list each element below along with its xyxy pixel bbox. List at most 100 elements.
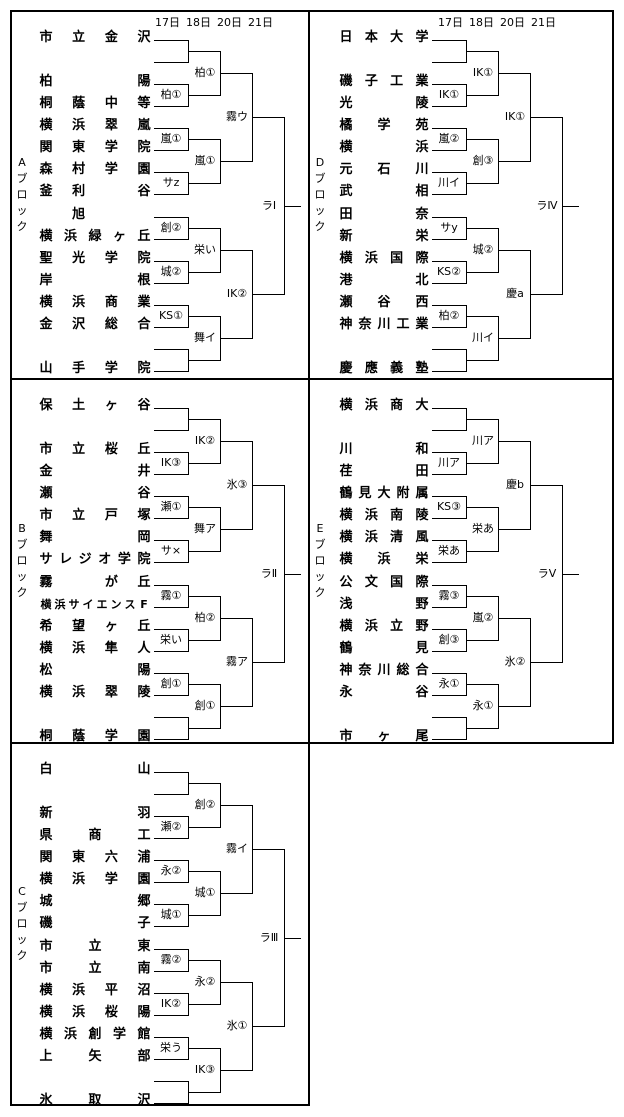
match-result-r2: 創① <box>194 699 216 712</box>
bracket-line <box>188 728 221 729</box>
team-name-char: 白 <box>39 762 53 777</box>
bracket-line <box>220 706 253 707</box>
team-name-char: 光 <box>72 251 86 266</box>
team-name: 旭 <box>38 207 152 223</box>
bracket-line <box>154 62 189 63</box>
team-name-char: 北 <box>415 273 429 288</box>
team-name-char: 学 <box>104 361 118 376</box>
bracket-line <box>498 73 531 74</box>
bracket-line <box>188 51 221 52</box>
bracket-line <box>154 305 189 306</box>
team-name-char: 見 <box>358 486 372 501</box>
team-name-char: 桜 <box>104 1005 118 1020</box>
team-name-char: 浜 <box>364 251 378 266</box>
team-name: 港北 <box>338 273 430 289</box>
bracket-line <box>188 827 221 828</box>
bracket-line <box>432 239 467 240</box>
team-name: 田奈 <box>338 207 430 223</box>
bracket-line <box>154 452 189 453</box>
match-result-r2: 嵐① <box>194 154 216 167</box>
team-name-char: 橘 <box>339 118 353 133</box>
team-name-char: 横 <box>339 251 353 266</box>
team-name: 横浜商業 <box>38 295 152 311</box>
bracket-line <box>188 684 221 685</box>
team-name-char: 取 <box>88 1093 102 1108</box>
team-name: 市立戸塚 <box>38 508 152 524</box>
team-name-char: 鶴 <box>339 641 353 656</box>
team-name-char: ヶ <box>377 729 391 744</box>
bracket-line <box>466 507 499 508</box>
match-result-r2: 川ア <box>472 434 494 447</box>
team-name: 松陽 <box>38 663 152 679</box>
team-name-char: 土 <box>72 398 86 413</box>
team-name: 桐蔭学園 <box>38 729 152 745</box>
team-name-char: 瀬 <box>339 295 353 310</box>
bracket-line <box>154 84 189 85</box>
match-result-r2: 永① <box>472 699 494 712</box>
bracket-line <box>432 540 467 541</box>
bracket-line <box>432 474 467 475</box>
team-name-char: 金 <box>39 464 53 479</box>
bracket-line <box>154 1015 189 1016</box>
team-name: 市立南 <box>38 961 152 977</box>
bracket-line <box>154 1059 189 1060</box>
team-name-char: 市 <box>39 30 53 45</box>
round-date: 18日 <box>186 16 211 29</box>
team-name-char: 根 <box>137 273 151 288</box>
bracket-line <box>466 316 499 317</box>
team-name-char: 大 <box>377 486 391 501</box>
team-name-char: 市 <box>339 729 353 744</box>
match-result-r2: 栄あ <box>472 522 494 535</box>
team-name-char: 浜 <box>72 872 86 887</box>
bracket-line <box>220 618 253 619</box>
bracket-line <box>154 40 189 41</box>
match-result-r2: 柏① <box>194 66 216 79</box>
bracket-line <box>284 574 301 575</box>
bracket-line <box>154 283 189 284</box>
team-name: 上矢部 <box>38 1049 152 1065</box>
bracket-line <box>188 95 221 96</box>
team-name-char: 西 <box>415 295 429 310</box>
round-date: 21日 <box>248 16 273 29</box>
team-name-char: 岡 <box>137 530 151 545</box>
bracket-line <box>188 228 221 229</box>
team-name-char: 浜 <box>364 619 378 634</box>
block-label-char: E <box>316 522 324 535</box>
bracket-line <box>498 706 531 707</box>
team-name-char: 南 <box>137 961 151 976</box>
team-name-char: 市 <box>39 508 53 523</box>
team-name-char: 子 <box>364 74 378 89</box>
team-name-char: 蔭 <box>72 96 86 111</box>
team-name: 県商工 <box>38 828 152 844</box>
team-name: 希望ヶ丘 <box>38 619 152 635</box>
team-name-char: 浜 <box>415 140 429 155</box>
team-name-char: 丘 <box>137 575 151 590</box>
bracket-line <box>432 62 467 63</box>
team-name-char: 塾 <box>415 361 429 376</box>
team-name-char: 川 <box>415 162 429 177</box>
team-name-char: 奈 <box>358 663 372 678</box>
bracket-line <box>466 272 499 273</box>
team-name: 霧が丘 <box>38 575 152 591</box>
team-name: 岸根 <box>38 273 152 289</box>
team-name: サレジオ学院 <box>38 552 152 568</box>
team-name-char: 金 <box>39 317 53 332</box>
bracket-line <box>498 618 531 619</box>
team-name: 鶴見 <box>338 641 430 657</box>
round-date: 17日 <box>438 16 463 29</box>
team-name-char: 横 <box>339 508 353 523</box>
team-name-char: 学 <box>104 729 118 744</box>
team-name-char: 桐 <box>39 96 53 111</box>
team-name-char: 県 <box>39 828 53 843</box>
team-name-char: 沼 <box>137 983 151 998</box>
match-result-r4: ラⅡ <box>260 567 278 580</box>
bracket-line <box>188 551 221 552</box>
team-name-char: 院 <box>137 251 151 266</box>
team-name-char: 釜 <box>39 184 53 199</box>
team-name: 横浜立野 <box>338 619 430 635</box>
team-name-char: イ <box>82 598 94 611</box>
team-name: 氷取沢 <box>38 1093 152 1109</box>
team-name: 横浜商大 <box>338 398 430 414</box>
